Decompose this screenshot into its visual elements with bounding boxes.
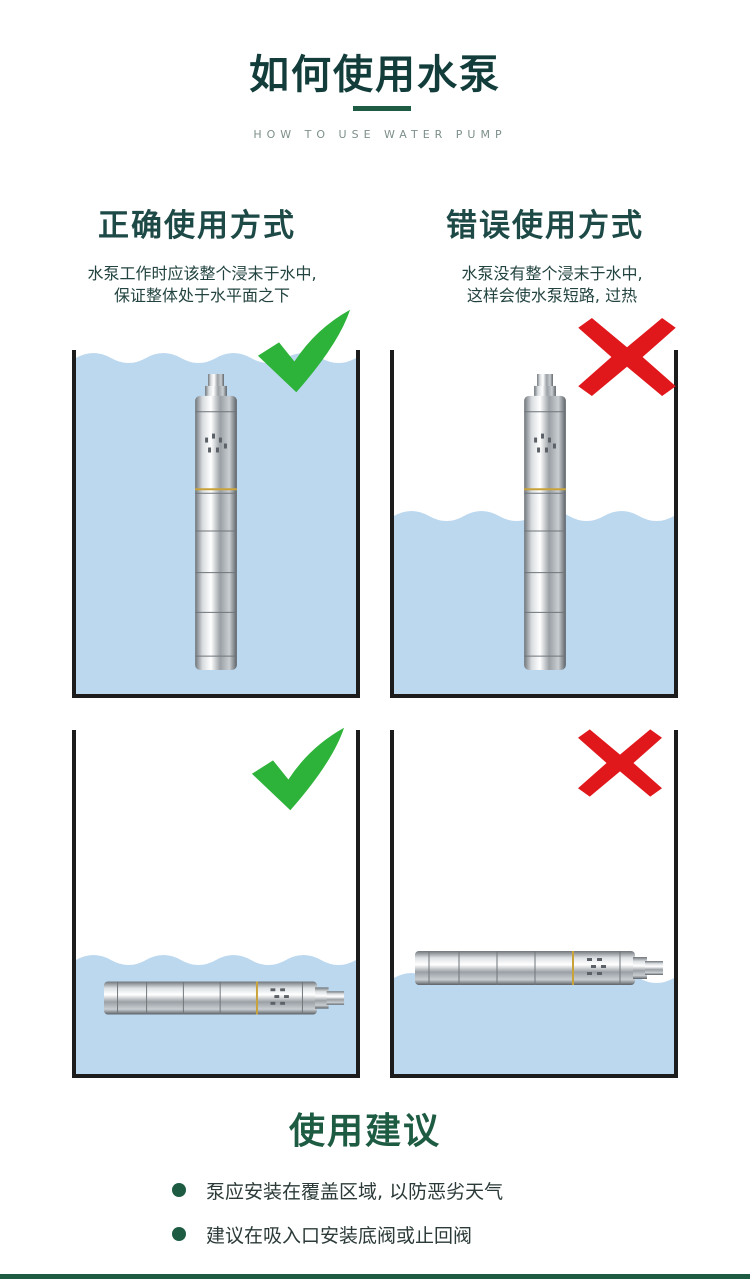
bottom-bar xyxy=(0,1274,750,1279)
wrong-usage-description: 水泵没有整个浸末于水中, 这样会使水泵短路, 过热 xyxy=(382,263,722,307)
list-item: 建议在吸入口安装底阀或止回阀 xyxy=(172,1222,473,1247)
water-pump-horizontal xyxy=(412,948,668,988)
water-pump-vertical xyxy=(519,374,571,672)
check-icon xyxy=(250,724,346,814)
usage-tips-heading: 使用建议 xyxy=(288,1111,441,1152)
bullet-icon xyxy=(172,1227,186,1241)
correct-usage-heading: 正确使用方式 xyxy=(98,208,296,244)
wrong-usage-heading: 错误使用方式 xyxy=(446,208,644,244)
cross-icon xyxy=(578,724,662,802)
water-pump-horizontal xyxy=(104,978,346,1018)
water-low xyxy=(394,973,674,1074)
page-subtitle: HOW TO USE WATER PUMP xyxy=(253,128,507,141)
page-title: 如何使用水泵 xyxy=(249,52,501,98)
correct-desc-line-1: 水泵工作时应该整个浸末于水中, xyxy=(87,264,317,283)
correct-desc-line-2: 保证整体处于水平面之下 xyxy=(113,286,290,305)
cross-icon xyxy=(578,318,676,396)
list-item: 泵应安装在覆盖区域, 以防恶劣天气 xyxy=(172,1178,504,1203)
tank-correct-horizontal xyxy=(72,730,360,1078)
tip-text: 建议在吸入口安装底阀或止回阀 xyxy=(206,1224,473,1247)
correct-usage-description: 水泵工作时应该整个浸末于水中, 保证整体处于水平面之下 xyxy=(32,263,372,307)
water-pump-vertical xyxy=(190,374,242,672)
title-underline xyxy=(353,106,411,111)
wrong-desc-line-2: 这样会使水泵短路, 过热 xyxy=(466,286,638,305)
tank-wrong-vertical xyxy=(390,350,678,698)
tank-wrong-horizontal xyxy=(390,730,678,1078)
check-icon xyxy=(256,306,352,396)
tip-text: 泵应安装在覆盖区域, 以防恶劣天气 xyxy=(206,1180,504,1203)
tank-correct-vertical xyxy=(72,350,360,698)
wrong-desc-line-1: 水泵没有整个浸末于水中, xyxy=(461,264,643,283)
bullet-icon xyxy=(172,1183,186,1197)
